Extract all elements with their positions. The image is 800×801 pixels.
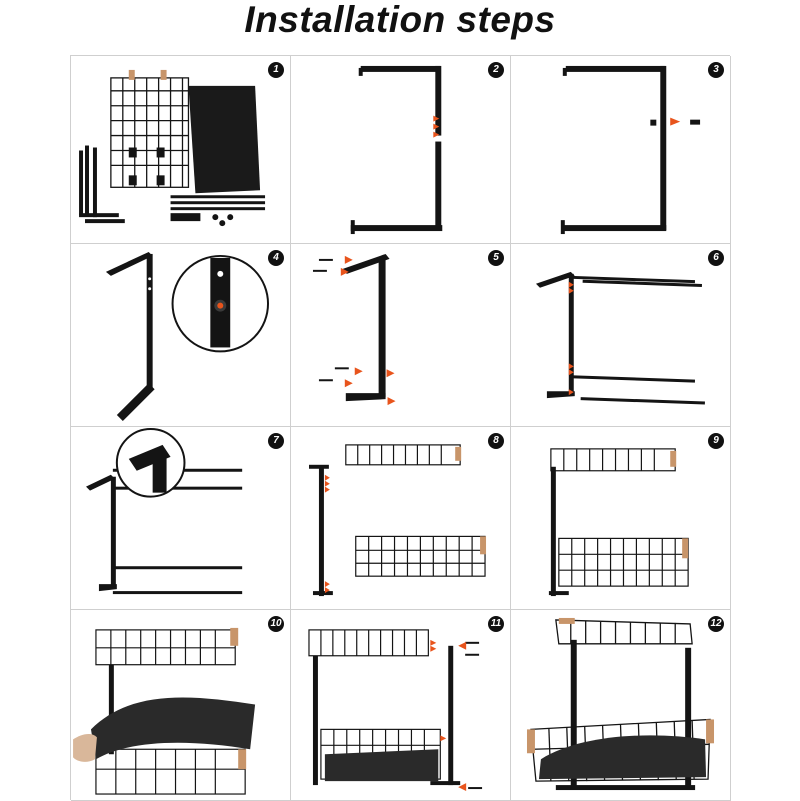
step-badge: 5 — [488, 250, 504, 266]
step-9-panel: 9 — [511, 427, 731, 610]
finished-rack-illustration — [526, 617, 715, 791]
insert-screws-illustration — [312, 253, 396, 406]
c-frame-screw-illustration — [560, 65, 701, 235]
attach-second-side-illustration — [308, 629, 483, 792]
step-1-panel: 1 — [71, 56, 291, 244]
step-badge: 10 — [268, 616, 284, 632]
parts-illustration — [79, 69, 266, 227]
insert-mat-illustration — [73, 627, 256, 795]
step-5-panel: 5 — [291, 244, 511, 427]
step-badge: 11 — [488, 616, 504, 632]
step-11-panel: 11 — [291, 610, 511, 801]
baskets-mounted-illustration — [548, 448, 689, 597]
step-badge: 2 — [488, 62, 504, 78]
step-badge: 12 — [708, 616, 724, 632]
add-baskets-illustration — [309, 444, 487, 597]
c-frame-illustration — [350, 65, 443, 235]
step-6-panel: 6 — [511, 244, 731, 427]
step-10-panel: 10 — [71, 610, 291, 801]
rods-detail-illustration — [86, 427, 243, 595]
step-badge: 3 — [708, 62, 724, 78]
attach-rods-illustration — [535, 271, 705, 405]
step-4-panel: 4 — [71, 244, 291, 427]
step-7-panel: 7 — [71, 427, 291, 610]
step-2-panel: 2 — [291, 56, 511, 244]
steps-grid: 1 2 — [70, 55, 731, 801]
step-12-panel: 12 — [511, 610, 731, 801]
step-badge: 8 — [488, 433, 504, 449]
step-badge: 1 — [268, 62, 284, 78]
step-badge: 7 — [268, 433, 284, 449]
step-badge: 9 — [708, 433, 724, 449]
step-8-panel: 8 — [291, 427, 511, 610]
side-post-illustration — [105, 251, 270, 422]
step-badge: 4 — [268, 250, 284, 266]
page-title: Installation steps — [244, 0, 556, 40]
step-3-panel: 3 — [511, 56, 731, 244]
step-badge: 6 — [708, 250, 724, 266]
